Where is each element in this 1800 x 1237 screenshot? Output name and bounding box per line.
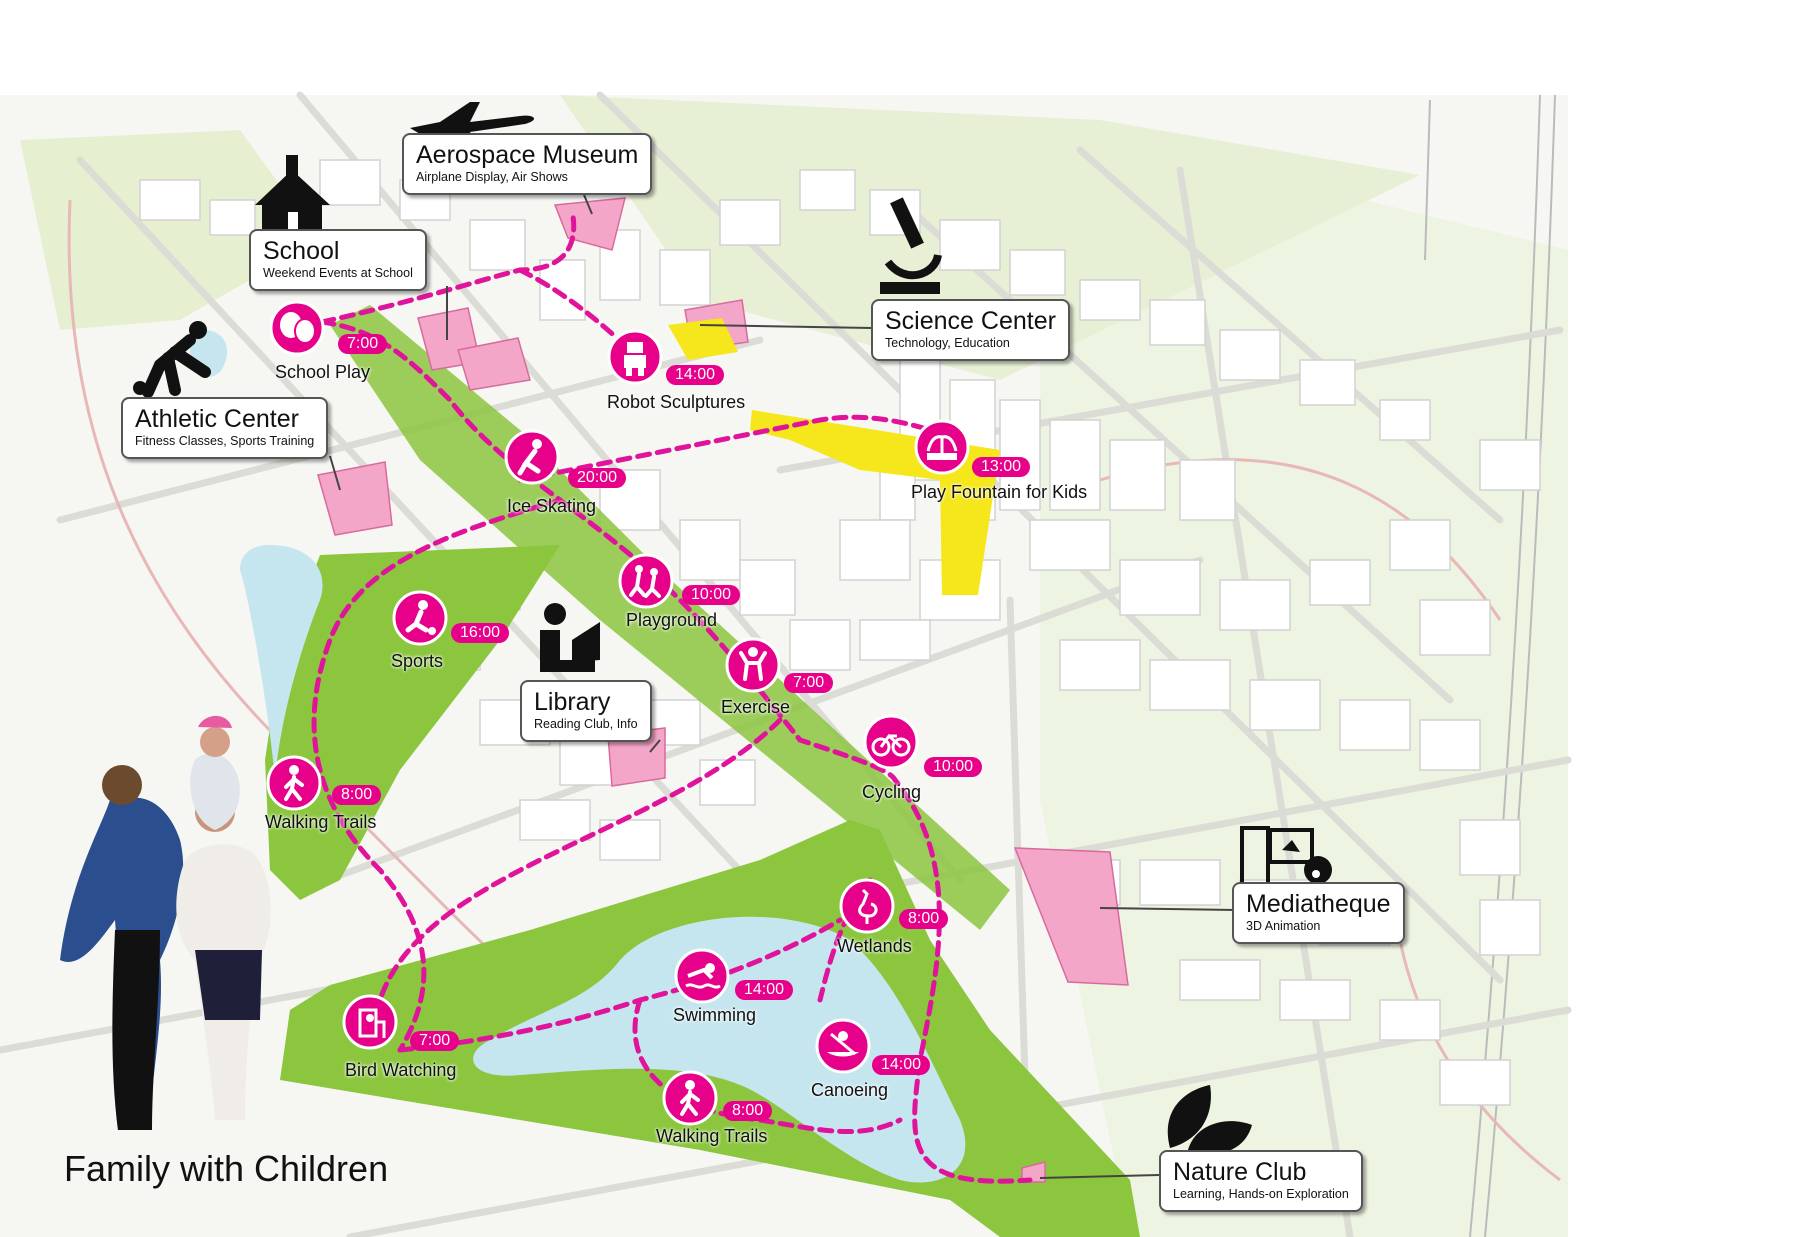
ice-skater-icon [504, 429, 560, 485]
activity-name-playground[interactable]: Playground [626, 610, 718, 630]
swimmer-icon [674, 948, 730, 1004]
reader-icon [540, 603, 600, 672]
walker-icon [662, 1070, 718, 1126]
central-green-corridor [330, 305, 1010, 930]
soccer-ball-icon [392, 590, 448, 646]
activity-time-bird-watching: 7:00 [410, 1031, 460, 1051]
map-caption: Family with Children [64, 1148, 389, 1189]
callout-subtitle: Airplane Display, Air Shows [416, 170, 568, 184]
callout-subtitle: Reading Club, Info [534, 717, 638, 731]
science-yellow-plaza [668, 318, 738, 360]
callout-subtitle: Weekend Events at School [263, 266, 413, 280]
activity-time-playground: 10:00 [682, 585, 741, 605]
activity-time-ice-skating: 20:00 [568, 468, 627, 488]
activity-name-play-fountain[interactable]: Play Fountain for Kids [911, 482, 1088, 502]
callout-subtitle: Fitness Classes, Sports Training [135, 434, 315, 448]
activity-name-ice-skating[interactable]: Ice Skating [507, 496, 597, 516]
callout-science-center[interactable]: Science Center Technology, Education [871, 299, 1070, 361]
activity-name-walking-trails-west[interactable]: Walking Trails [265, 812, 377, 832]
callout-title: Nature Club [1173, 1158, 1307, 1186]
activity-icons [266, 300, 970, 1126]
activity-name-walking-trails-south[interactable]: Walking Trails [656, 1126, 768, 1146]
leaves-icon [1167, 1085, 1252, 1154]
callout-athletic-center[interactable]: Athletic Center Fitness Classes, Sports … [121, 397, 329, 459]
walker-icon [266, 755, 322, 811]
bird-watcher-icon [342, 994, 398, 1050]
activity-name-cycling[interactable]: Cycling [862, 782, 922, 802]
activity-time-walking-trails-west: 8:00 [332, 785, 382, 805]
activity-name-exercise[interactable]: Exercise [721, 697, 791, 717]
activity-time-cycling: 10:00 [924, 757, 983, 777]
theater-masks-icon [269, 300, 325, 356]
callout-title: Library [534, 688, 611, 716]
rail-lines [1424, 94, 1556, 1237]
activity-time-exercise: 7:00 [784, 673, 834, 693]
activity-time-sports: 16:00 [451, 623, 510, 643]
activity-time-canoeing: 14:00 [872, 1055, 931, 1075]
robot-icon [607, 329, 663, 385]
exercise-icon [725, 637, 781, 693]
destination-icons [133, 102, 1332, 1154]
callout-school[interactable]: School Weekend Events at School [249, 229, 427, 291]
children-running-icon [618, 553, 674, 609]
callout-title: Aerospace Museum [416, 141, 639, 169]
activity-time-swimming: 14:00 [735, 980, 794, 1000]
activity-time-robot-sculptures: 14:00 [666, 365, 725, 385]
south-lake [473, 916, 966, 1183]
activity-name-robot-sculptures[interactable]: Robot Sculptures [607, 392, 746, 412]
callout-subtitle: Technology, Education [885, 336, 1010, 350]
callout-library[interactable]: Library Reading Club, Info [520, 680, 652, 742]
west-pond [240, 545, 323, 780]
callout-title: School [263, 237, 340, 265]
activity-time-play-fountain: 13:00 [972, 457, 1031, 477]
callout-mediatheque[interactable]: Mediatheque 3D Animation [1232, 882, 1405, 944]
family-figures [60, 715, 271, 1130]
callout-title: Athletic Center [135, 405, 299, 433]
microscope-icon [880, 197, 942, 294]
activity-name-bird-watching[interactable]: Bird Watching [345, 1060, 457, 1080]
activity-time-walking-trails-south: 8:00 [723, 1101, 773, 1121]
callout-nature-club[interactable]: Nature Club Learning, Hands-on Explorati… [1159, 1150, 1363, 1212]
heron-icon [839, 878, 895, 934]
callout-subtitle: 3D Animation [1246, 919, 1321, 933]
activity-name-canoeing[interactable]: Canoeing [811, 1080, 889, 1100]
activity-name-wetlands[interactable]: Wetlands [837, 936, 912, 956]
callout-title: Mediatheque [1246, 890, 1391, 918]
callout-title: Science Center [885, 307, 1056, 335]
callout-subtitle: Learning, Hands-on Exploration [1173, 1187, 1349, 1201]
canoe-icon [815, 1018, 871, 1074]
fountain-icon [914, 419, 970, 475]
bicycle-icon [863, 714, 919, 770]
soccer-player-icon [133, 321, 211, 398]
activity-name-school-play[interactable]: School Play [275, 362, 371, 382]
activity-time-school-play: 7:00 [338, 334, 388, 354]
schoolhouse-icon [255, 155, 330, 231]
activity-time-wetlands: 8:00 [899, 909, 949, 929]
airplane-icon [410, 102, 535, 150]
activity-name-sports[interactable]: Sports [391, 651, 444, 671]
callout-aerospace-museum[interactable]: Aerospace Museum Airplane Display, Air S… [402, 133, 653, 195]
activity-name-swimming[interactable]: Swimming [673, 1005, 757, 1025]
